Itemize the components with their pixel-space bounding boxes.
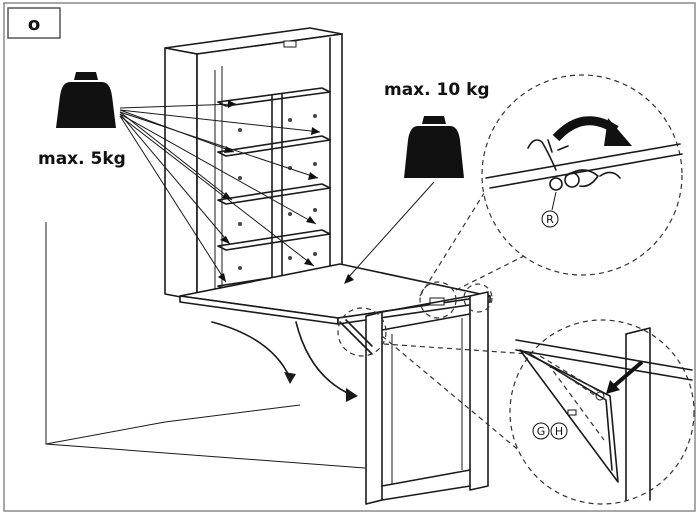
leg-frame [339, 291, 489, 505]
callout-circle-hinge [463, 283, 493, 313]
detail-circle-latch: R [481, 74, 683, 276]
weight-icon [404, 116, 464, 178]
table-weight-label: max. 10 kg [384, 80, 490, 100]
part-label-g: G [537, 425, 546, 438]
diagram-frame [3, 2, 696, 512]
callout-circle-bracket [337, 307, 387, 357]
detail-circle-bracket: G H [509, 319, 695, 505]
weight-icon [56, 72, 116, 128]
shelf-weight-label: max. 5kg [38, 149, 126, 169]
callout-leaders [381, 189, 541, 469]
load-arrow-table [344, 181, 435, 284]
cabinet [164, 27, 343, 301]
step-label-box: o [7, 7, 61, 39]
step-label: o [28, 14, 40, 35]
table-surface [179, 263, 491, 325]
part-label-h: H [555, 425, 563, 438]
callout-circle-latch [419, 281, 457, 319]
fold-arrows [211, 321, 358, 402]
load-arrows-shelves [119, 100, 321, 283]
part-label-r: R [546, 213, 554, 226]
room-lines [45, 222, 366, 469]
